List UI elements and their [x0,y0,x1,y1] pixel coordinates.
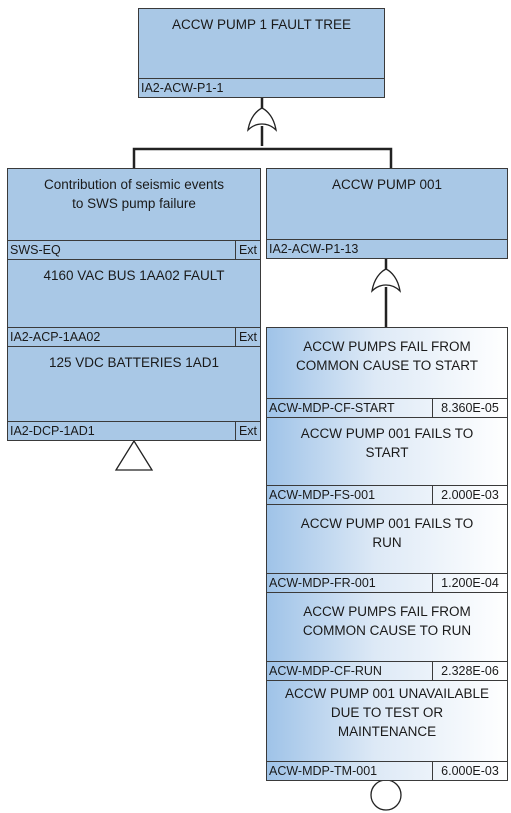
top-gate-box[interactable]: ACCW PUMP 1 FAULT TREE IA2-ACW-P1-1 [138,8,385,98]
cf-run-title: ACCW PUMPS FAIL FROM COMMON CAUSE TO RUN [302,604,472,638]
fr-001-id-row: ACW-MDP-FR-001 1.200E-04 [267,573,507,592]
seismic-event-box[interactable]: Contribution of seismic events to SWS pu… [7,168,261,260]
basic-event-tm-001[interactable]: ACCW PUMP 001 UNAVAILABLE DUE TO TEST OR… [266,680,508,781]
seismic-event-title: Contribution of seismic events to SWS pu… [43,177,225,211]
cf-run-id: ACW-MDP-CF-RUN [269,664,382,678]
vdc-batteries-title: 125 VDC BATTERIES 1AD1 [48,355,220,370]
pump-gate-title: ACCW PUMP 001 [331,177,443,192]
transfer-triangle-icon [114,439,154,471]
cf-start-id-row: ACW-MDP-CF-START 8.360E-05 [267,398,507,417]
vdc-batteries-id: IA2-DCP-1AD1 [10,424,95,438]
vdc-batteries-id-row: IA2-DCP-1AD1 Ext [8,421,260,440]
tm-001-probability: 6.000E-03 [432,762,507,780]
vac-bus-title: 4160 VAC BUS 1AA02 FAULT [43,268,225,283]
fr-001-probability: 1.200E-04 [432,574,507,592]
top-gate-title: ACCW PUMP 1 FAULT TREE [171,17,352,32]
fs-001-id-row: ACW-MDP-FS-001 2.000E-03 [267,485,507,504]
fs-001-probability: 2.000E-03 [432,486,507,504]
seismic-event-ext-tag: Ext [234,241,260,259]
fs-001-title: ACCW PUMP 001 FAILS TO START [300,426,474,460]
fs-001-id: ACW-MDP-FS-001 [269,488,376,502]
top-gate-id: IA2-ACW-P1-1 [141,81,224,95]
pump-gate-box[interactable]: ACCW PUMP 001 IA2-ACW-P1-13 [266,168,508,259]
basic-event-cf-run[interactable]: ACCW PUMPS FAIL FROM COMMON CAUSE TO RUN… [266,592,508,681]
basic-event-fr-001[interactable]: ACCW PUMP 001 FAILS TO RUN ACW-MDP-FR-00… [266,504,508,593]
top-gate-id-row: IA2-ACW-P1-1 [139,78,384,97]
vac-bus-ext-tag: Ext [234,328,260,346]
cf-start-probability: 8.360E-05 [432,399,507,417]
vac-bus-id-row: IA2-ACP-1AA02 Ext [8,327,260,346]
pump-or-gate-icon [371,268,401,293]
vac-bus-id: IA2-ACP-1AA02 [10,330,101,344]
fr-001-id: ACW-MDP-FR-001 [269,576,376,590]
cf-run-probability: 2.328E-06 [432,662,507,680]
basic-event-cf-start[interactable]: ACCW PUMPS FAIL FROM COMMON CAUSE TO STA… [266,327,508,418]
tm-001-title: ACCW PUMP 001 UNAVAILABLE DUE TO TEST OR… [284,686,490,739]
seismic-event-id-row: SWS-EQ Ext [8,240,260,259]
fr-001-title: ACCW PUMP 001 FAILS TO RUN [300,516,474,550]
basic-event-fs-001[interactable]: ACCW PUMP 001 FAILS TO START ACW-MDP-FS-… [266,417,508,505]
pump-gate-id: IA2-ACW-P1-13 [269,242,359,256]
cf-start-id: ACW-MDP-CF-START [269,401,395,415]
cf-start-title: ACCW PUMPS FAIL FROM COMMON CAUSE TO STA… [295,339,479,373]
vdc-batteries-ext-tag: Ext [234,422,260,440]
top-branch-bar [132,147,393,168]
seismic-event-id: SWS-EQ [10,243,61,257]
basic-event-circle-icon [370,779,402,811]
vac-bus-box[interactable]: 4160 VAC BUS 1AA02 FAULT IA2-ACP-1AA02 E… [7,259,261,347]
pump-gate-id-row: IA2-ACW-P1-13 [267,239,507,258]
cf-run-id-row: ACW-MDP-CF-RUN 2.328E-06 [267,661,507,680]
tm-001-id: ACW-MDP-TM-001 [269,764,378,778]
top-or-gate-icon [247,107,277,132]
tm-001-id-row: ACW-MDP-TM-001 6.000E-03 [267,761,507,780]
vdc-batteries-box[interactable]: 125 VDC BATTERIES 1AD1 IA2-DCP-1AD1 Ext [7,346,261,441]
